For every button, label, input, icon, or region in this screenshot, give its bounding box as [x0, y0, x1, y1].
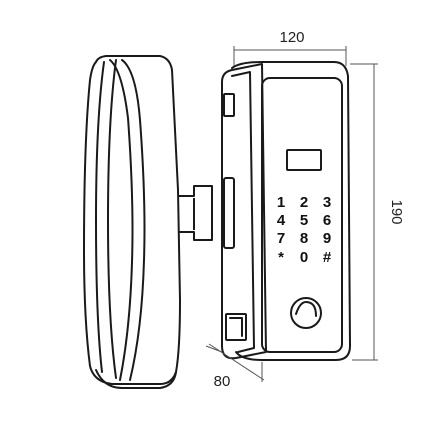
- main-lock-body: [221, 61, 351, 361]
- connecting-bolt: [178, 177, 235, 249]
- bolt-slot: [223, 177, 235, 249]
- display-window: [286, 149, 322, 171]
- lower-block-shadow: [229, 317, 243, 337]
- key-4[interactable]: 4: [277, 212, 286, 229]
- front-panel: [261, 77, 343, 353]
- key-0[interactable]: 0: [300, 249, 308, 266]
- depth-dimension-line: [208, 343, 265, 381]
- keypad: 1 2 3 4 5 6 7 8 9 * 0 #: [277, 194, 332, 266]
- key-3[interactable]: 3: [323, 194, 331, 211]
- handle-inner-line-3: [121, 59, 146, 381]
- fingerprint-sensor-inner: [295, 301, 317, 317]
- side-notch-bottom: [225, 313, 247, 341]
- handle-bottom-edge: [95, 369, 177, 389]
- bolt-shaft: [178, 185, 213, 241]
- height-dimension-label: 190: [388, 199, 405, 224]
- key-hash[interactable]: #: [323, 249, 332, 266]
- key-6[interactable]: 6: [323, 212, 331, 229]
- handle-inner-line-1: [95, 61, 105, 373]
- handle-inner-line-2: [107, 59, 117, 379]
- depth-dimension-label: 80: [214, 373, 231, 390]
- side-plate-inner-edge: [231, 71, 255, 353]
- width-dimension-label: 120: [279, 29, 304, 46]
- key-2[interactable]: 2: [300, 194, 308, 211]
- fingerprint-sensor-icon: [290, 297, 322, 329]
- key-8[interactable]: 8: [300, 230, 308, 247]
- key-star[interactable]: *: [278, 249, 284, 266]
- handle-inner-line-4: [109, 59, 134, 381]
- side-handle-piece: [83, 55, 181, 389]
- key-7[interactable]: 7: [277, 230, 285, 247]
- key-1[interactable]: 1: [277, 194, 285, 211]
- key-9[interactable]: 9: [323, 230, 331, 247]
- dimension-lines: [205, 46, 378, 382]
- side-notch-top: [223, 93, 235, 117]
- body-front-housing: [231, 61, 351, 361]
- key-5[interactable]: 5: [300, 212, 308, 229]
